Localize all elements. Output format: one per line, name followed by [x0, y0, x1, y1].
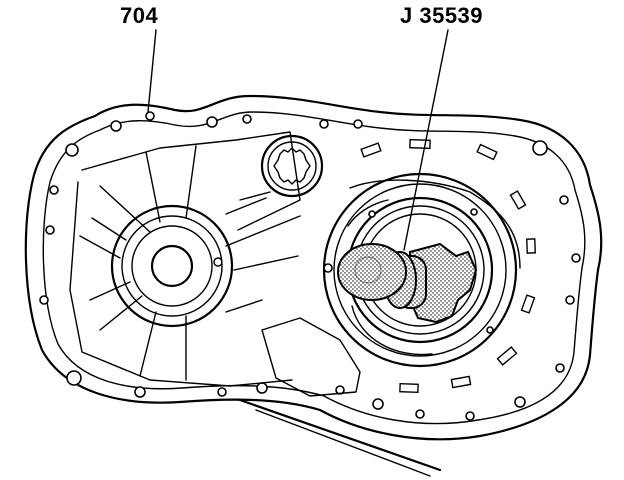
splined-shaft-bore	[225, 134, 324, 215]
lower-rib	[261, 317, 361, 397]
callout-case-half: 704	[120, 3, 159, 28]
case-outer-flange	[24, 94, 603, 441]
leader-704	[147, 29, 157, 113]
left-bearing-bore	[69, 131, 301, 387]
lower-rail	[238, 398, 442, 472]
case-inner-flange	[42, 111, 586, 425]
flange-bolt-holes	[39, 111, 581, 421]
tool-j35539	[337, 242, 478, 324]
leader-j35539	[403, 29, 449, 251]
callout-tool: J 35539	[400, 3, 484, 28]
